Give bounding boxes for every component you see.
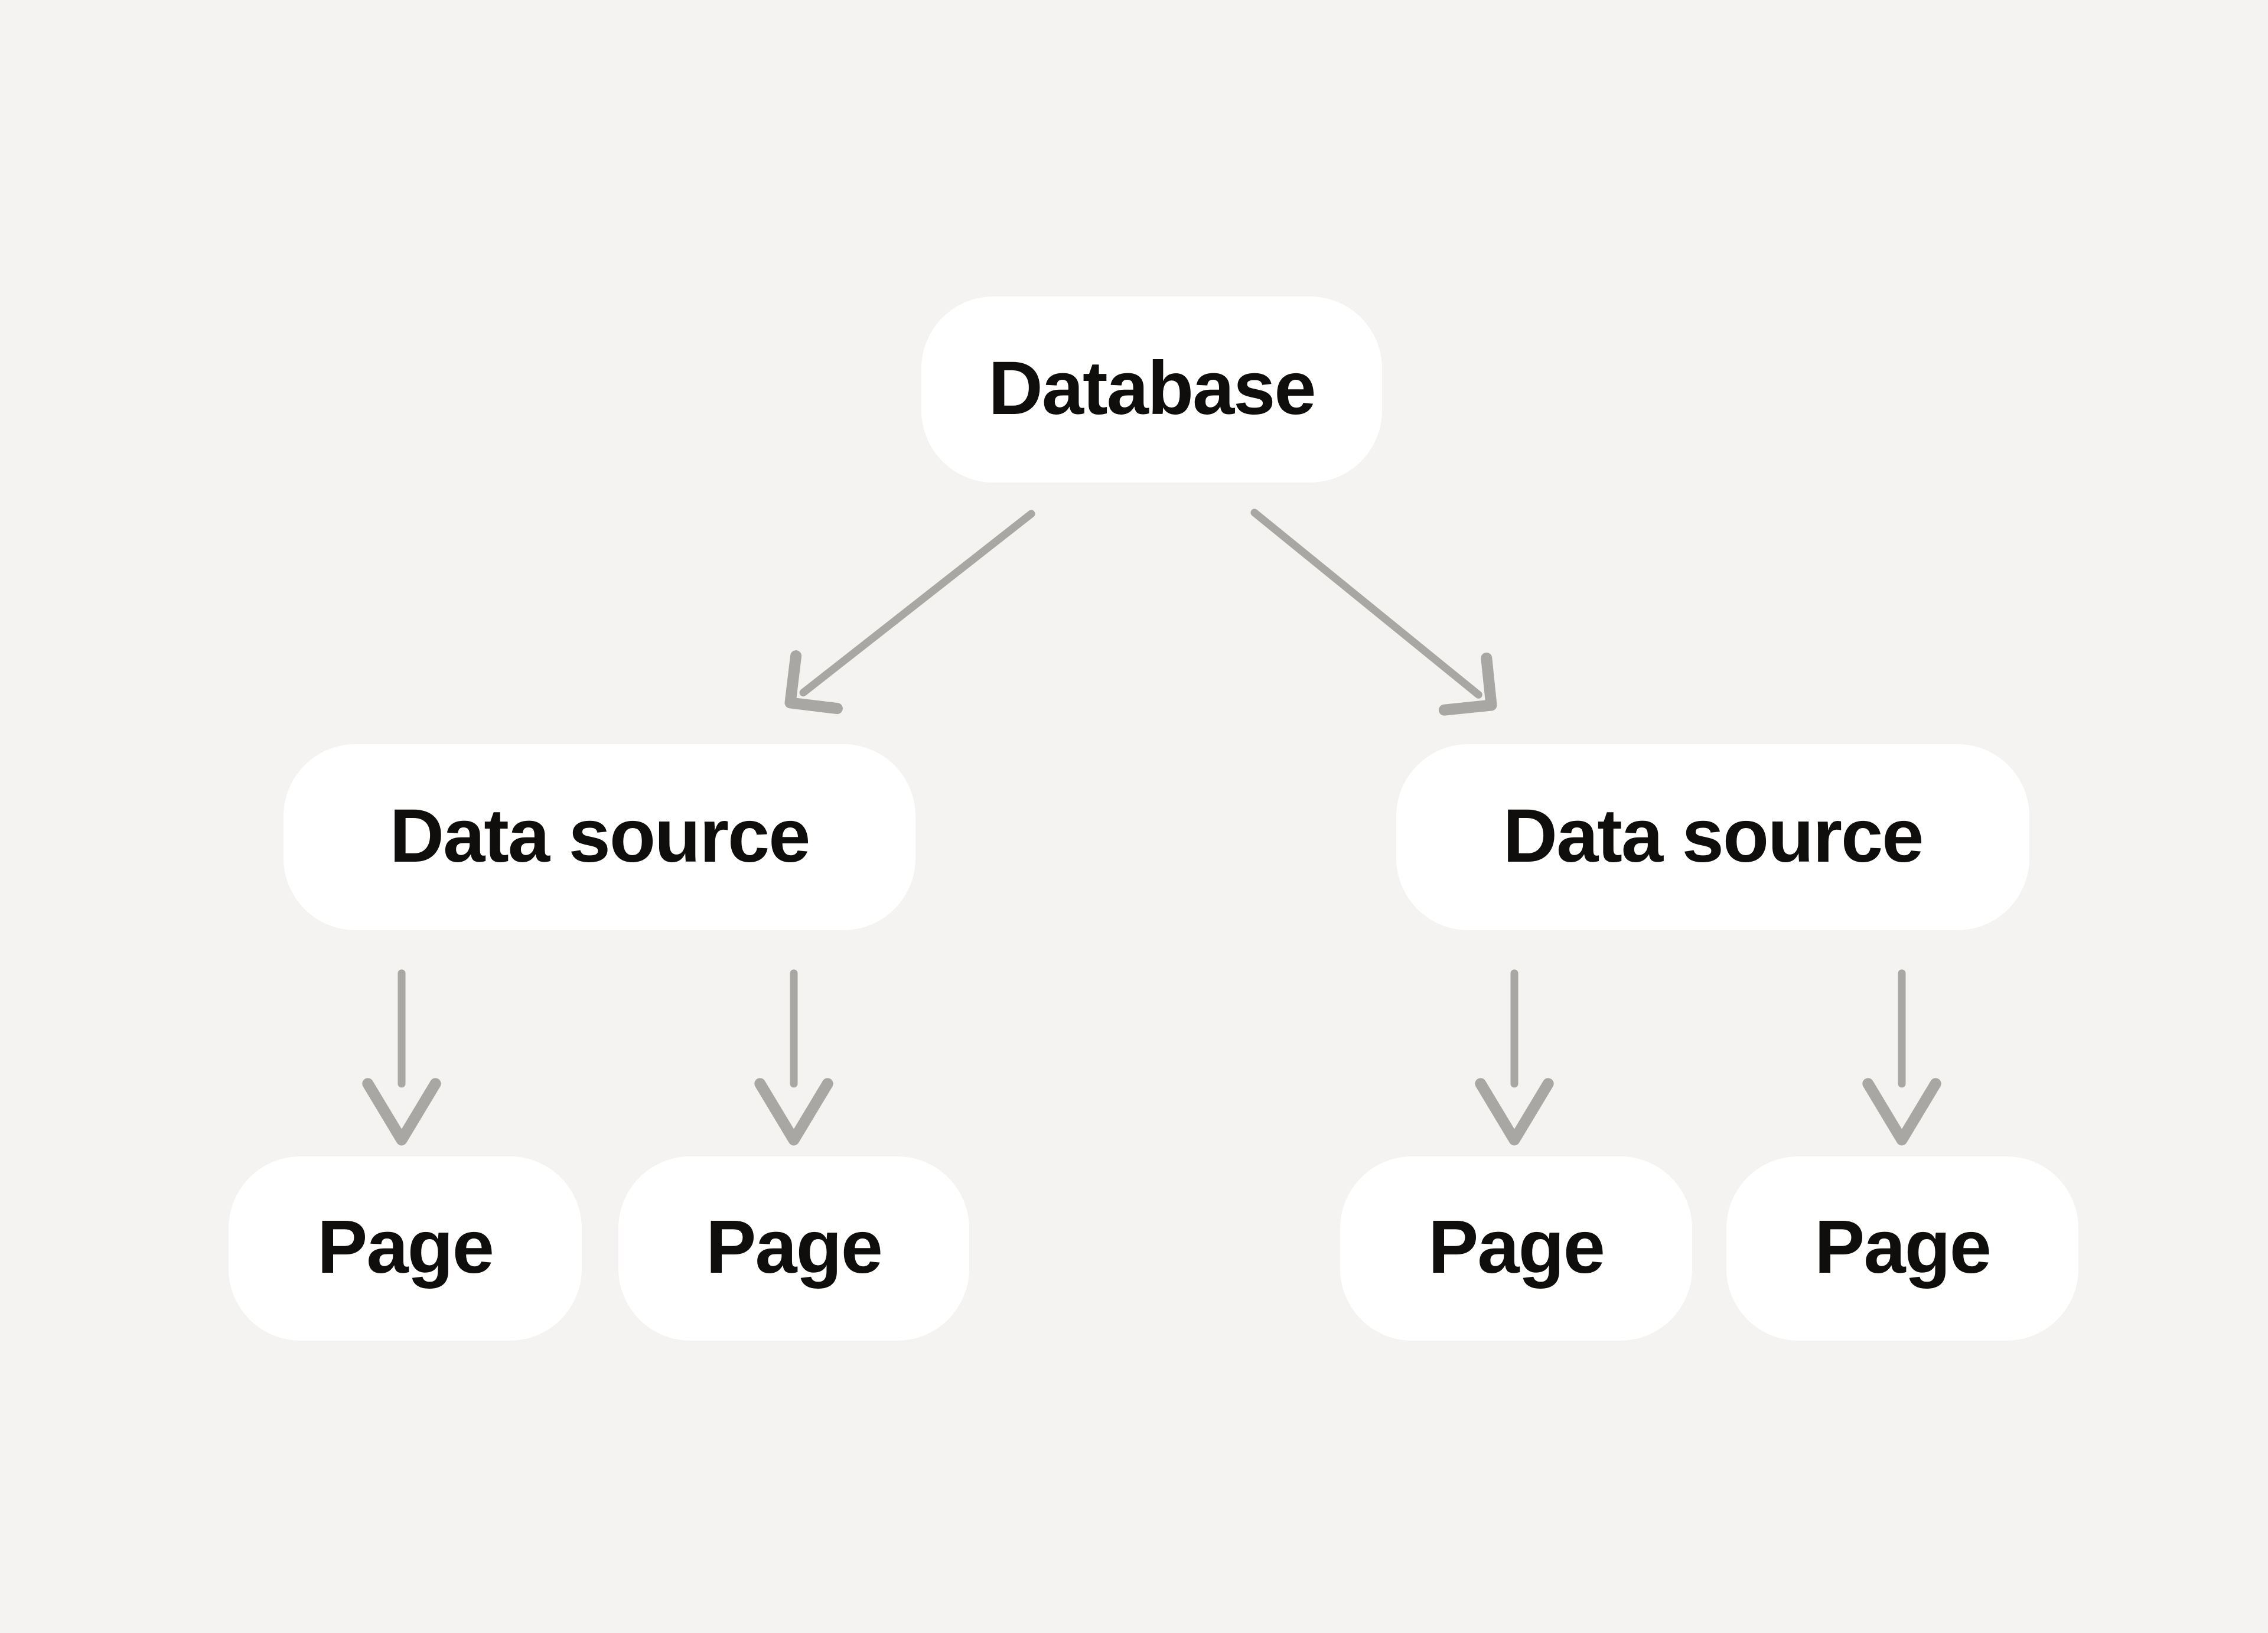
arrow-database-to-data-source-right bbox=[1250, 509, 1497, 716]
node-page-3-label: Page bbox=[1428, 1205, 1605, 1289]
node-data-source-right: Data source bbox=[1396, 744, 2029, 930]
node-page-2: Page bbox=[618, 1156, 969, 1341]
node-database-label: Database bbox=[988, 345, 1316, 431]
node-page-1: Page bbox=[229, 1156, 582, 1341]
node-data-source-left: Data source bbox=[284, 744, 915, 930]
arrow-data-source-right-to-page-3 bbox=[1475, 969, 1554, 1146]
arrow-data-source-left-to-page-1 bbox=[362, 969, 441, 1146]
node-data-source-left-label: Data source bbox=[389, 793, 811, 878]
node-page-3: Page bbox=[1340, 1156, 1692, 1341]
node-page-4-label: Page bbox=[1814, 1205, 1992, 1289]
arrow-data-source-right-to-page-4 bbox=[1862, 969, 1941, 1146]
node-database: Database bbox=[921, 296, 1382, 483]
node-page-1-label: Page bbox=[317, 1205, 494, 1289]
arrow-data-source-left-to-page-2 bbox=[754, 969, 833, 1146]
arrow-database-to-data-source-left bbox=[784, 510, 1035, 715]
node-data-source-right-label: Data source bbox=[1503, 793, 1924, 878]
node-page-2-label: Page bbox=[706, 1205, 883, 1289]
node-page-4: Page bbox=[1726, 1156, 2078, 1341]
